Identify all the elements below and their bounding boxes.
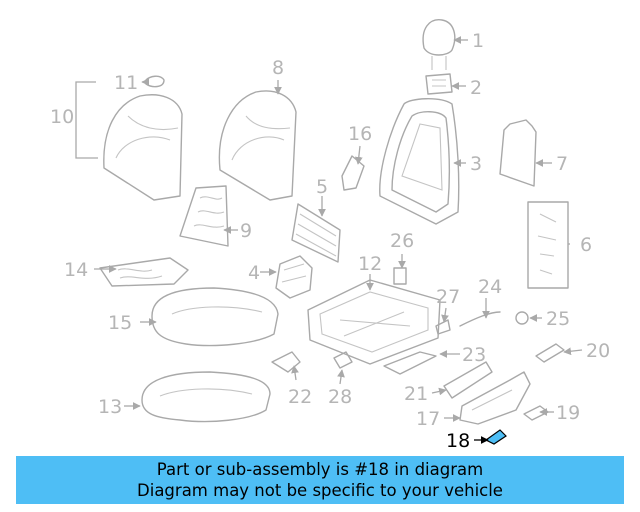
part-11-clip xyxy=(145,75,165,88)
callout-21: 21 xyxy=(404,383,428,405)
part-3-seatback-frame xyxy=(379,98,460,225)
part-10-seatback-pad xyxy=(103,94,183,201)
callout-15: 15 xyxy=(108,312,132,334)
callout-24: 24 xyxy=(478,276,502,298)
part-8-seatback-cover xyxy=(218,90,297,201)
part-4-lumbar xyxy=(275,255,313,299)
part-21-trim xyxy=(443,361,493,399)
callout-7: 7 xyxy=(556,153,568,175)
part-25-grommet xyxy=(515,311,529,325)
part-16-shield xyxy=(341,155,365,191)
callout-16: 16 xyxy=(348,123,372,145)
part-18-cover-highlighted xyxy=(484,429,507,445)
callout-17: 17 xyxy=(416,408,440,430)
callout-4: 4 xyxy=(248,262,260,284)
part-13-cushion-cover xyxy=(141,371,271,423)
part-26-sensor xyxy=(393,267,407,285)
callout-3: 3 xyxy=(470,153,482,175)
callout-22: 22 xyxy=(288,386,312,408)
callout-10: 10 xyxy=(50,106,74,128)
callout-28: 28 xyxy=(328,386,352,408)
callouts: 1 2 3 4 5 6 7 8 9 10 11 12 13 14 15 16 1… xyxy=(50,30,610,452)
callout-8: 8 xyxy=(272,57,284,79)
parts-diagram: 1 2 3 4 5 6 7 8 9 10 11 12 13 14 15 16 1… xyxy=(50,19,610,452)
callout-9: 9 xyxy=(240,220,252,242)
part-28-cover xyxy=(333,351,353,369)
part-9-heater-pad xyxy=(179,185,229,247)
banner-line-part-number: Part or sub-assembly is #18 in diagram xyxy=(156,460,484,479)
part-7-back-board xyxy=(499,119,537,187)
part-24-cable xyxy=(459,311,501,327)
part-20-lever xyxy=(535,343,565,363)
callout-23: 23 xyxy=(462,344,486,366)
part-15-cushion-pad xyxy=(151,287,279,347)
callout-6: 6 xyxy=(580,234,592,256)
callout-13: 13 xyxy=(98,396,122,418)
callout-5: 5 xyxy=(316,176,328,198)
banner-line-disclaimer: Diagram may not be specific to your vehi… xyxy=(137,481,503,500)
leader-lines xyxy=(75,36,583,444)
part-19-cap xyxy=(523,405,549,421)
callout-20: 20 xyxy=(586,340,610,362)
callout-25: 25 xyxy=(546,308,570,330)
part-2-headrest-guide xyxy=(425,73,453,95)
callout-2: 2 xyxy=(470,77,482,99)
part-6-hardware-kit xyxy=(527,201,569,289)
part-14-seat-heater xyxy=(99,257,189,287)
callout-14: 14 xyxy=(64,259,88,281)
callout-27: 27 xyxy=(436,286,460,308)
callout-1: 1 xyxy=(472,30,484,52)
callout-12: 12 xyxy=(358,253,382,275)
part-5-spring-mat xyxy=(291,203,341,263)
part-17-side-shield xyxy=(459,371,531,425)
callout-26: 26 xyxy=(390,230,414,252)
part-23-rail xyxy=(383,351,437,375)
callout-11: 11 xyxy=(114,72,138,94)
callout-19: 19 xyxy=(556,402,580,424)
part-22-knob xyxy=(271,351,301,373)
part-1-headrest xyxy=(422,19,456,70)
info-banner: Part or sub-assembly is #18 in diagram D… xyxy=(16,456,624,504)
callout-18-highlighted: 18 xyxy=(446,430,470,452)
